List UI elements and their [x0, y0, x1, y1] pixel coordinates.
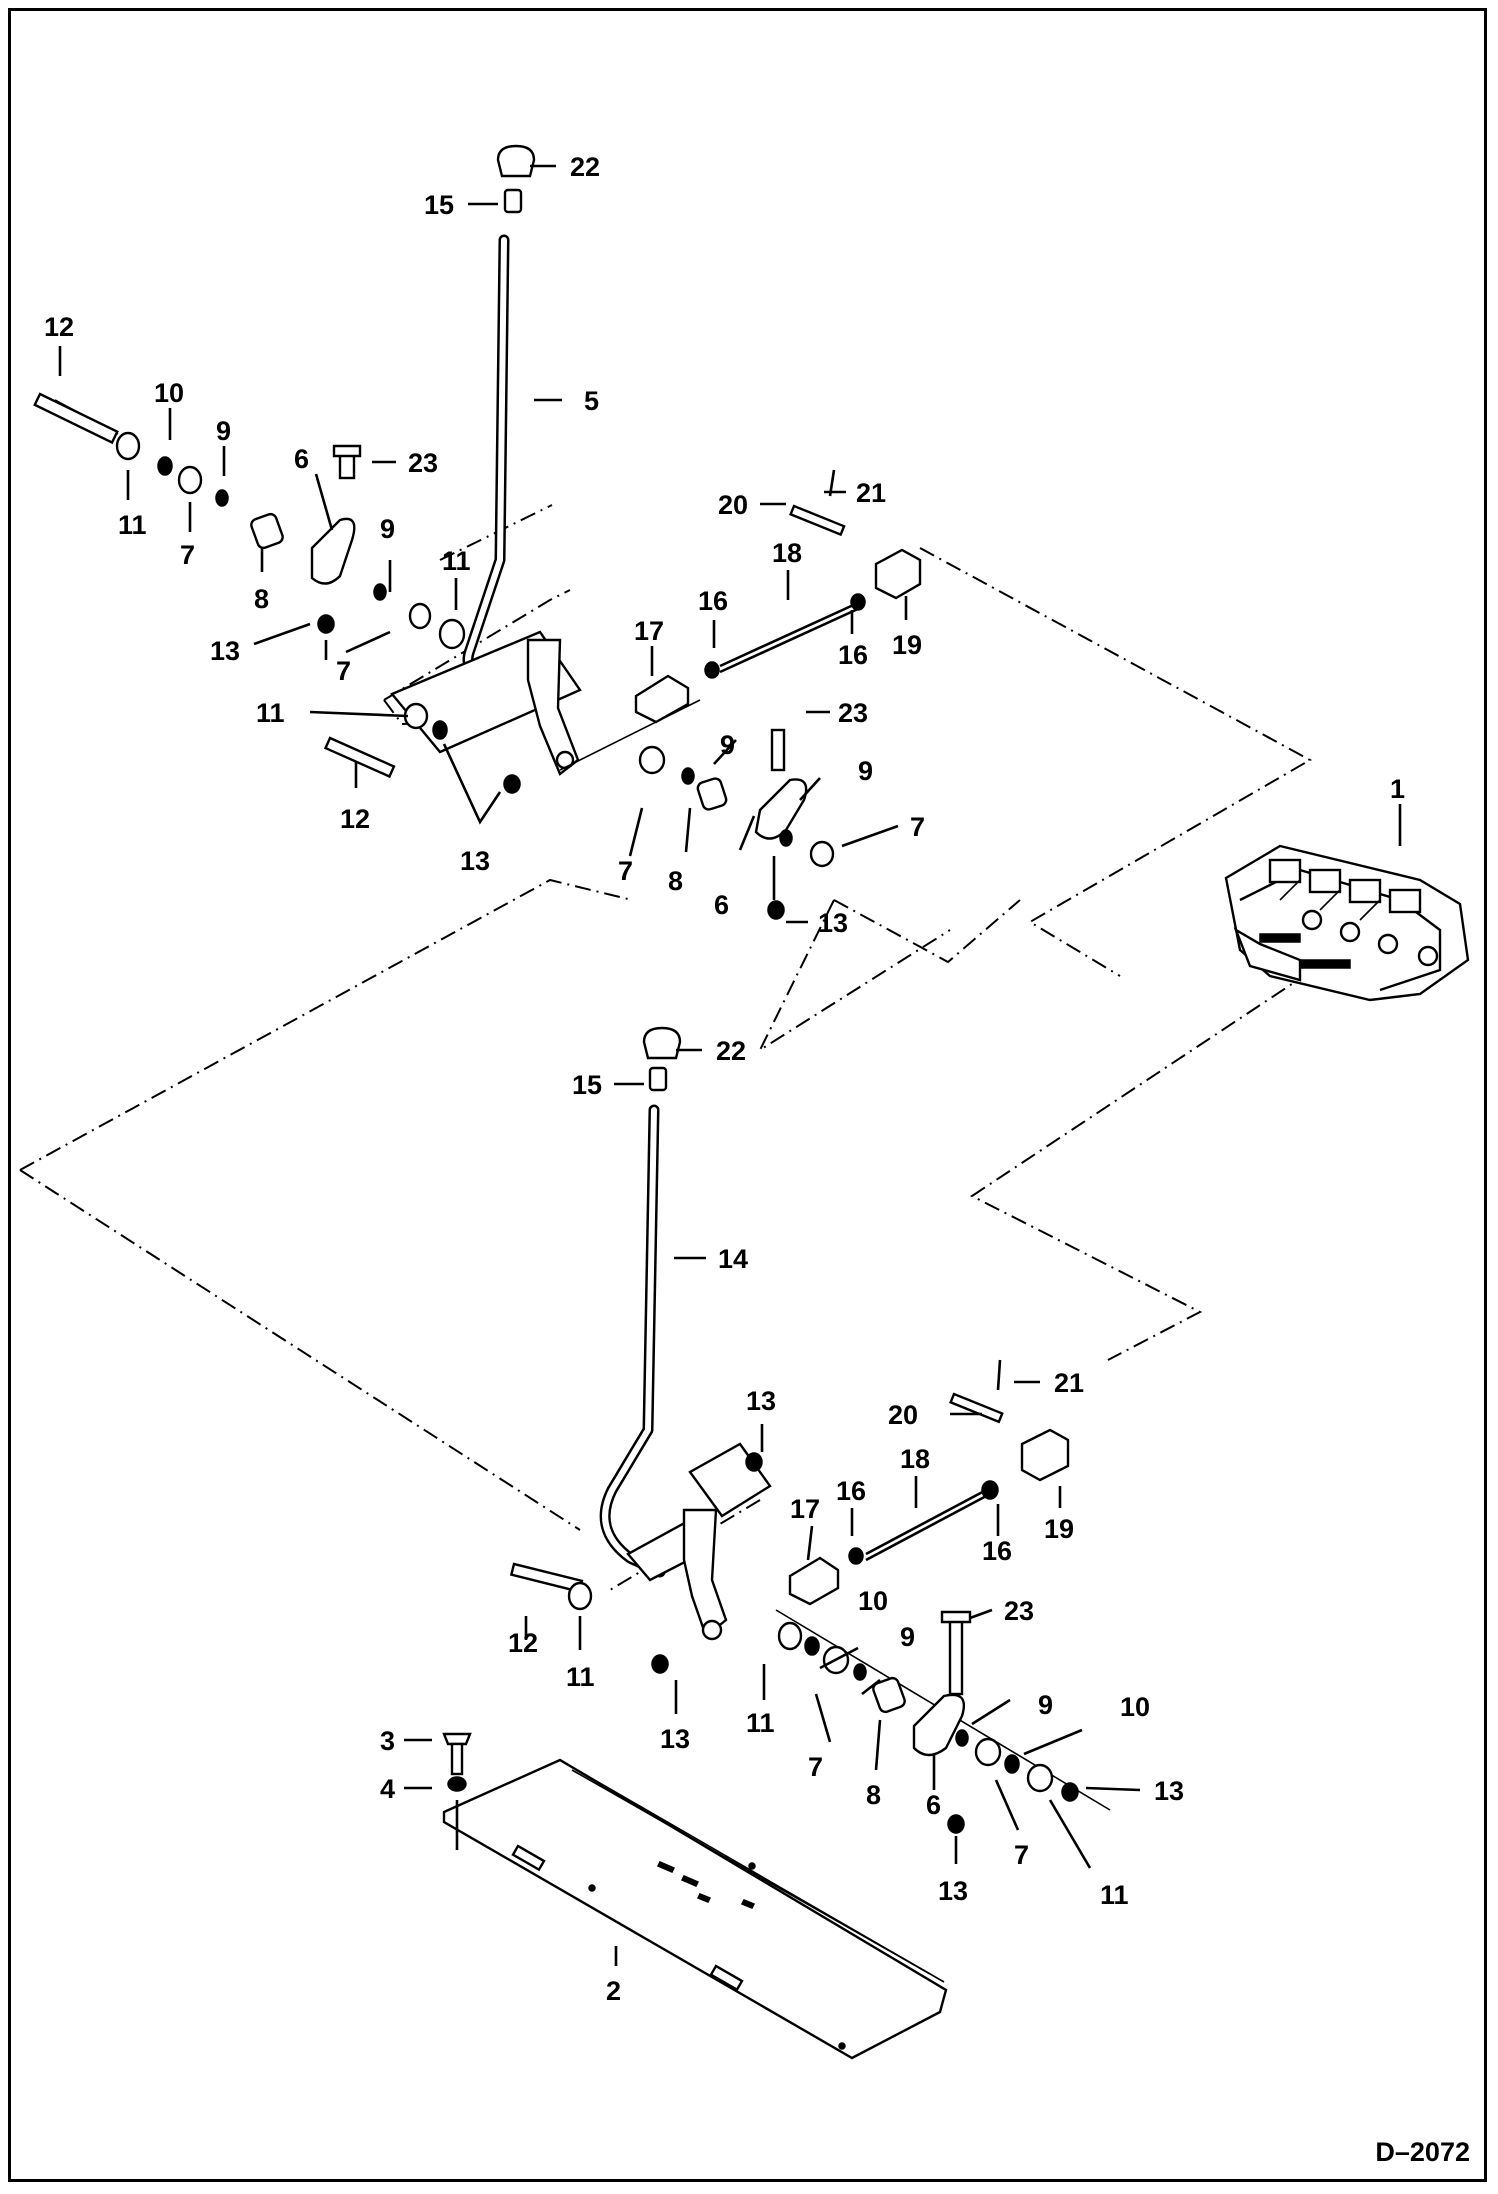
assembly-guide-lines [19, 504, 1313, 1591]
callout-7-upper-d: 7 [910, 812, 925, 842]
callout-17-lower: 17 [790, 1494, 820, 1524]
insert-15-upper [503, 188, 523, 214]
callout-9-lower-b: 9 [1038, 1690, 1053, 1720]
callout-21-lower: 21 [1054, 1368, 1084, 1398]
callout-12-lower: 12 [508, 1628, 538, 1658]
control-valve-1 [1224, 844, 1470, 1002]
callout-labels: 22 15 5 12 10 9 6 23 11 7 8 9 11 13 7 11… [44, 152, 1405, 2006]
callout-9-upper-a: 9 [216, 416, 231, 446]
callout-7-upper-a: 7 [180, 540, 195, 570]
callout-20-lower: 20 [888, 1400, 918, 1430]
callout-6-lower: 6 [926, 1790, 941, 1820]
rod-end-17-upper [634, 674, 690, 724]
callout-15-upper: 15 [424, 190, 454, 220]
lever-arm-6-upper [310, 517, 356, 585]
callout-3: 3 [380, 1726, 395, 1756]
callout-22-upper: 22 [570, 152, 600, 182]
callout-18-upper: 18 [772, 538, 802, 568]
callout-13-upper-c: 13 [818, 908, 848, 938]
callout-9-lower-a: 9 [900, 1622, 915, 1652]
callout-16-lower-a: 16 [836, 1476, 866, 1506]
callout-9-upper-d: 9 [858, 756, 873, 786]
callout-11-lower-c: 11 [1100, 1880, 1129, 1910]
callout-16-upper-a: 16 [698, 586, 728, 616]
callout-12-upper-b: 12 [340, 804, 370, 834]
callout-16-upper-b: 16 [838, 640, 868, 670]
callout-5: 5 [584, 386, 599, 416]
callout-7-lower-a: 7 [808, 1752, 823, 1782]
callout-8-upper-a: 8 [254, 584, 269, 614]
callout-14: 14 [718, 1244, 748, 1274]
callout-7-lower-b: 7 [1014, 1840, 1029, 1870]
callout-23-lower: 23 [1004, 1596, 1034, 1626]
upper-lever-assembly [33, 144, 922, 920]
callout-23-upper-b: 23 [838, 698, 868, 728]
callout-12-upper-a: 12 [44, 312, 74, 342]
callout-15-lower: 15 [572, 1070, 602, 1100]
callout-6-upper-b: 6 [714, 890, 729, 920]
callout-8-upper-b: 8 [668, 866, 683, 896]
callout-17-upper: 17 [634, 616, 664, 646]
callout-13-lower-a: 13 [746, 1386, 776, 1416]
callout-13-lower-b: 13 [660, 1724, 690, 1754]
callout-19-upper: 19 [892, 630, 922, 660]
callout-11-upper-c: 11 [256, 698, 285, 728]
bolt-12-upper [33, 392, 119, 445]
callout-11-upper-a: 11 [118, 510, 147, 540]
callout-10-lower-a: 10 [858, 1586, 888, 1616]
callout-10-lower-b: 10 [1120, 1692, 1150, 1722]
callout-22-lower: 22 [716, 1036, 746, 1066]
lever-arm-6-upper-right [754, 778, 808, 840]
callout-9-upper-b: 9 [380, 514, 395, 544]
callout-7-upper-b: 7 [336, 656, 351, 686]
lower-lever-assembly [509, 1026, 1111, 1834]
callout-1: 1 [1390, 774, 1405, 804]
callout-21-upper: 21 [856, 478, 886, 508]
lever-arm-6-lower [912, 1693, 966, 1757]
callout-7-upper-c: 7 [618, 856, 633, 886]
callout-18-lower: 18 [900, 1444, 930, 1474]
cover-plate-2 [442, 1732, 948, 2060]
clevis-19-upper [874, 548, 922, 600]
callout-11-lower-b: 11 [746, 1708, 775, 1738]
knob-22-lower [642, 1026, 682, 1060]
callout-2: 2 [606, 1976, 621, 2006]
callout-9-upper-c: 9 [720, 730, 735, 760]
callout-leaders [58, 164, 1402, 1966]
callout-13-upper-a: 13 [210, 636, 240, 666]
callout-11-lower-a: 11 [566, 1662, 595, 1692]
callout-16-lower-b: 16 [982, 1536, 1012, 1566]
knob-22-upper [496, 144, 536, 178]
callout-13-upper-b: 13 [460, 846, 490, 876]
callout-13-lower-c: 13 [1154, 1776, 1184, 1806]
drawing-frame [8, 8, 1487, 2182]
callout-6-upper-a: 6 [294, 444, 309, 474]
callout-20-upper: 20 [718, 490, 748, 520]
rod-end-17-lower [788, 1556, 840, 1606]
callout-23-upper-a: 23 [408, 448, 438, 478]
callout-4: 4 [380, 1774, 395, 1804]
drawing-number: D–2072 [1375, 2137, 1470, 2167]
callout-10-upper: 10 [154, 378, 184, 408]
callout-19-lower: 19 [1044, 1514, 1074, 1544]
clevis-19-lower [1020, 1428, 1070, 1482]
callout-11-upper-b: 11 [442, 546, 471, 576]
callout-13-lower-d: 13 [938, 1876, 968, 1906]
callout-8-lower: 8 [866, 1780, 881, 1810]
insert-15-lower [648, 1066, 668, 1092]
